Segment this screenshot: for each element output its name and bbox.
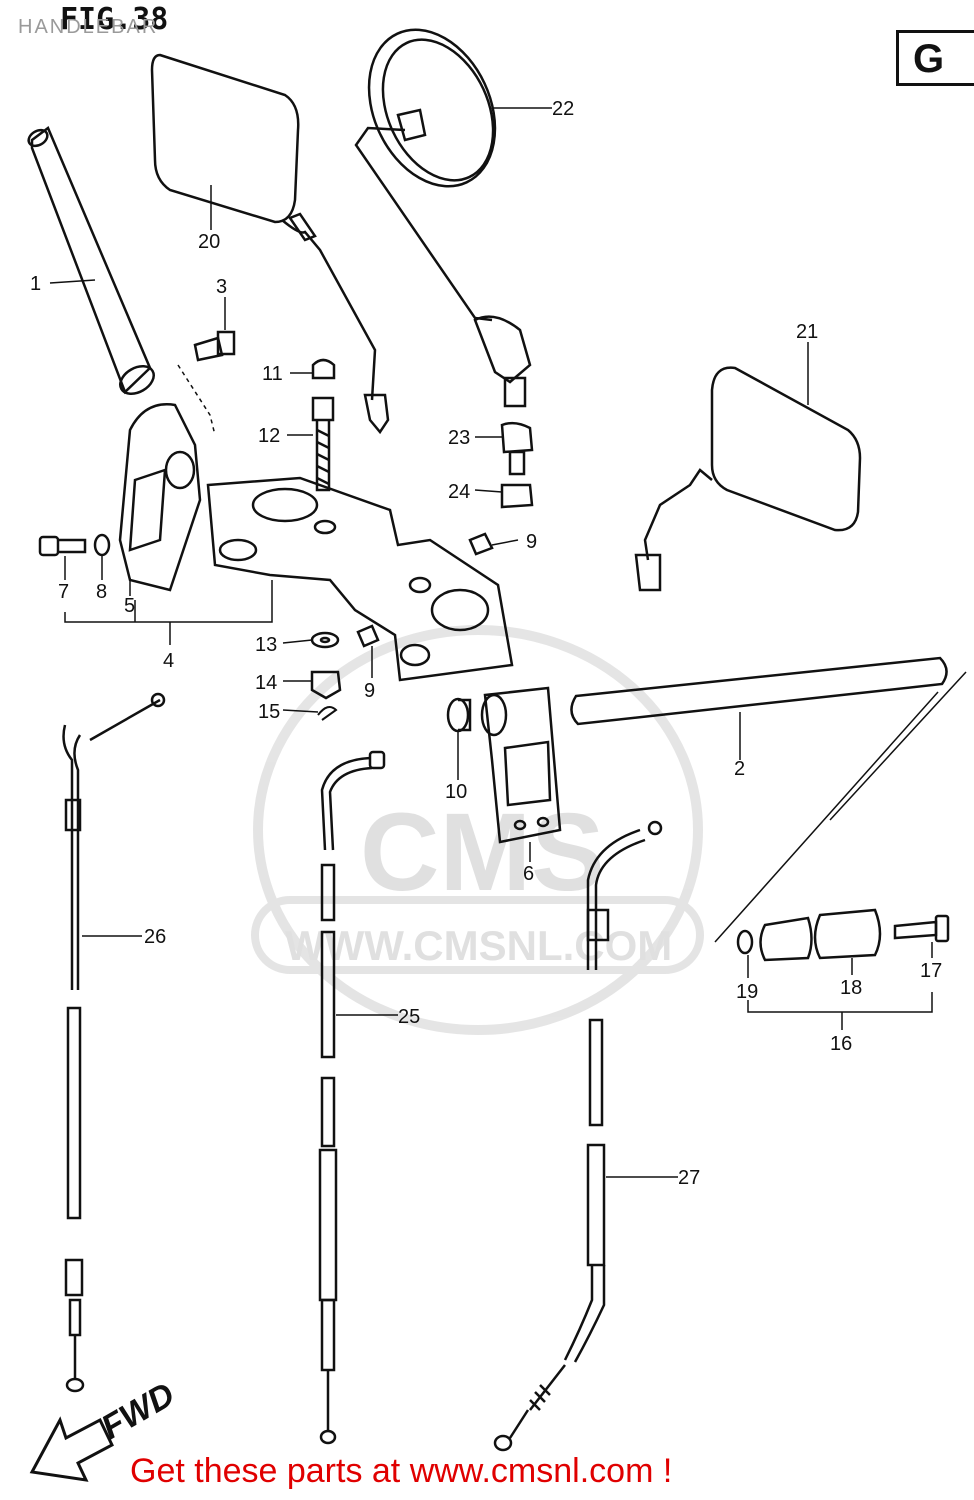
part-27-cable [493, 820, 663, 1452]
promo-link[interactable]: Get these parts at www.cmsnl.com ! [130, 1452, 673, 1490]
part-17-bolt [893, 914, 950, 943]
part-labels: 1 2 3 4 5 6 7 8 9 9 10 11 12 13 14 15 16… [30, 98, 942, 1189]
part-label: 20 [198, 231, 220, 253]
watermark-logo: CMS [360, 791, 604, 914]
part-label: 2 [734, 758, 745, 780]
figure-number: FIG.38 [60, 2, 169, 37]
part-1-left-grip [27, 126, 155, 395]
part-19-washer [736, 929, 754, 955]
part-13-washer [310, 631, 340, 649]
part-label: 13 [255, 634, 277, 656]
part-label: 25 [398, 1006, 420, 1028]
part-label: 15 [258, 701, 280, 723]
part-label: 9 [526, 531, 537, 553]
part-12-bolt [311, 396, 335, 492]
part-label: 6 [523, 863, 534, 885]
part-4-top-bracket [206, 476, 514, 682]
part-23-adapter [500, 421, 534, 476]
part-6-right-clamp [480, 686, 562, 844]
part-label: 18 [840, 977, 862, 999]
part-label: 24 [448, 481, 470, 503]
part-14-nut [310, 670, 342, 700]
part-10-cap [446, 697, 472, 733]
part-label: 22 [552, 98, 574, 120]
part-20-left-mirror [150, 53, 390, 435]
part-label: 3 [216, 276, 227, 298]
part-label: 11 [262, 363, 283, 385]
part-26-cable [62, 692, 166, 1393]
page-title: HANDLEBAR [18, 16, 159, 38]
part-18-weight [759, 908, 882, 962]
part-11-cap [311, 358, 336, 380]
part-label: 10 [445, 781, 467, 803]
cms-watermark: CMS WWW.CMSNL.COM [251, 625, 704, 1035]
part-5-left-clamp [118, 403, 202, 592]
group-code-box: G [896, 30, 974, 86]
part-label: 14 [255, 672, 277, 694]
part-24-nut [500, 483, 534, 509]
watermark-url: WWW.CMSNL.COM [285, 922, 672, 969]
part-25-cable [318, 750, 386, 1445]
part-15-pin [317, 705, 338, 721]
fwd-arrow-icon [29, 1416, 114, 1482]
part-label: 9 [364, 680, 375, 702]
part-8-washer [93, 533, 111, 557]
part-21-right-mirror [634, 366, 862, 592]
part-label: 19 [736, 981, 758, 1003]
part-label: 8 [96, 581, 107, 603]
leader-lines [49, 107, 933, 1178]
part-label: 5 [124, 595, 135, 617]
part-9-nut-bottom [356, 624, 380, 648]
fwd-label: FWD [95, 1375, 181, 1447]
part-label: 4 [163, 650, 174, 672]
part-7-screw [38, 535, 87, 557]
part-label: 12 [258, 425, 280, 447]
part-label: 23 [448, 427, 470, 449]
part-label: 7 [58, 581, 69, 603]
part-2-right-handlebar [570, 656, 967, 943]
part-label: 26 [144, 926, 166, 948]
part-label: 17 [920, 960, 942, 982]
part-label: 1 [30, 273, 41, 295]
part-label: 21 [796, 321, 818, 343]
part-3-bolt [193, 330, 236, 362]
part-label: 16 [830, 1033, 852, 1055]
part-22-round-mirror [354, 28, 532, 408]
part-9-nut-top [468, 532, 494, 556]
part-label: 27 [678, 1167, 700, 1189]
